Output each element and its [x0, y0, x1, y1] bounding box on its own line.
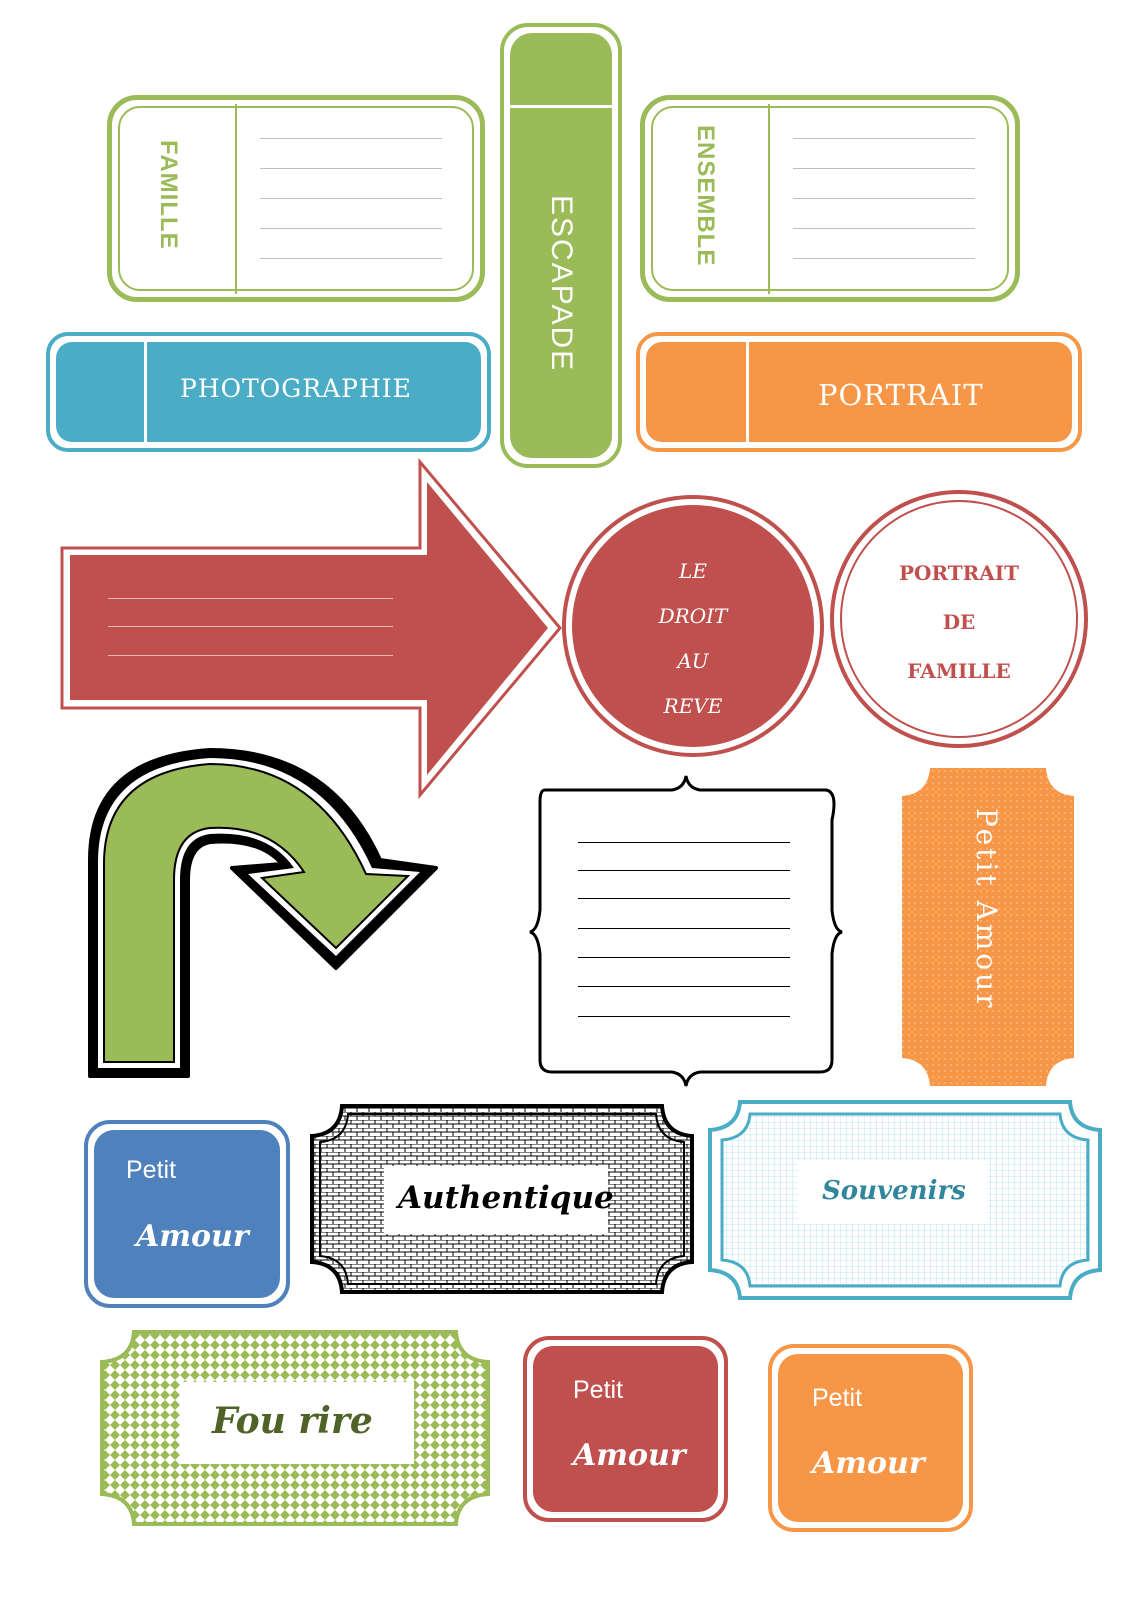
famille-write-line: [260, 168, 442, 169]
arrow-write-line: [108, 626, 393, 627]
frame-write-line: [578, 870, 790, 871]
frame-write-line: [578, 898, 790, 899]
portrait-famille-line: FAMILLE: [907, 659, 1011, 683]
frame-write-line: [578, 957, 790, 958]
photographie-tag: PHOTOGRAPHIE: [46, 332, 491, 452]
famille-tag-label: FAMILLE: [155, 140, 182, 250]
escapade-tag: ESCAPADE: [500, 23, 622, 468]
ensemble-write-line: [793, 258, 975, 259]
ensemble-write-line: [793, 228, 975, 229]
reve-line: AU: [677, 649, 709, 673]
reve-line: REVE: [663, 694, 723, 718]
red-petit-amour-tag: Petit Amour: [523, 1336, 728, 1522]
famille-tag: FAMILLE: [107, 95, 485, 302]
escapade-tag-label: ESCAPADE: [545, 195, 578, 373]
portrait-tag: PORTRAIT: [636, 332, 1082, 452]
red-amour-label: Amour: [573, 1438, 686, 1473]
blue-amour-label: Amour: [136, 1219, 249, 1254]
blue-petit-label: Petit: [126, 1156, 177, 1184]
famille-tag-divider: [235, 104, 237, 294]
ensemble-tag-divider: [768, 104, 770, 294]
orange-petit-amour-tag: Petit Amour: [768, 1344, 973, 1532]
red-petit-label: Petit: [573, 1376, 624, 1404]
portrait-famille-circle: PORTRAIT DE FAMILLE: [830, 490, 1088, 748]
ensemble-write-line: [793, 168, 975, 169]
arrow-write-line: [108, 655, 393, 656]
frame-write-line: [578, 1016, 790, 1017]
frame-write-line: [578, 986, 790, 987]
famille-write-line: [260, 198, 442, 199]
escapade-tag-divider: [510, 105, 612, 108]
portrait-famille-line: PORTRAIT: [899, 561, 1019, 585]
ensemble-write-line: [793, 198, 975, 199]
ensemble-tag-label: ENSEMBLE: [692, 125, 719, 267]
famille-write-line: [260, 228, 442, 229]
fou-rire-label: Fou rire: [212, 1400, 373, 1442]
arrow-write-line: [108, 598, 393, 599]
authentique-label: Authentique: [398, 1180, 614, 1216]
photographie-tag-label: PHOTOGRAPHIE: [180, 374, 412, 403]
photographie-tag-divider: [144, 342, 147, 442]
reve-circle: LE DROIT AU REVE: [562, 495, 824, 757]
portrait-tag-label: PORTRAIT: [818, 378, 984, 412]
ensemble-tag: ENSEMBLE: [640, 95, 1020, 302]
orange-amour-label: Amour: [812, 1446, 925, 1481]
petit-amour-vertical-label: Petit Amour: [970, 808, 1003, 1011]
famille-write-line: [260, 258, 442, 259]
reve-line: LE: [679, 559, 707, 583]
frame-write-line: [578, 842, 790, 843]
portrait-tag-divider: [746, 342, 749, 442]
famille-write-line: [260, 138, 442, 139]
orange-petit-label: Petit: [812, 1384, 863, 1412]
portrait-famille-line: DE: [942, 610, 976, 634]
frame-write-line: [578, 928, 790, 929]
blue-petit-amour-tag: Petit Amour: [84, 1120, 290, 1308]
reve-line: DROIT: [658, 604, 728, 628]
ensemble-write-line: [793, 138, 975, 139]
souvenirs-label: Souvenirs: [822, 1176, 966, 1206]
